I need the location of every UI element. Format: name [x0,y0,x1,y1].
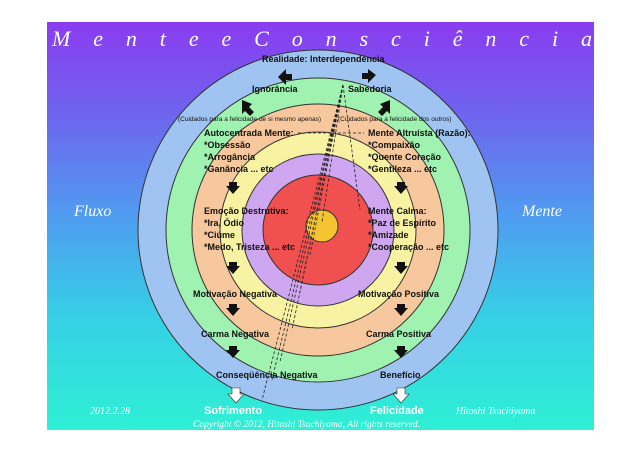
self-centered-item-3: *Ganância ... etc [204,164,274,174]
arrow-down-left-2-icon [226,262,240,274]
arrow-wisdom-icon [362,69,376,83]
arrow-down-right-2-icon [394,262,408,274]
suffering-label: Sofrimento [204,405,262,417]
consequence-negative-label: Conseqüência Negativa [216,370,319,380]
care-left-label: (Cuidados para a felicidade de si mesmo … [178,116,321,123]
altruist-item-1: *Compaixão [368,140,421,150]
motivation-negative-label: Motivação Negativa [193,289,278,299]
altruist-title: Mente Altruísta (Razão): [368,128,471,138]
arrow-down-left-4-icon [226,346,240,358]
ring-center [305,209,339,243]
copyright-label: Copyright © 2012, Hitoshi Tsuchiyama, Al… [193,419,420,430]
benefit-label: Benefício [380,370,421,380]
top-label: Realidade: Interdependência [262,54,386,64]
calm-item-3: *Cooperação ... etc [368,242,449,252]
arrow-down-right-3-icon [394,304,408,316]
altruist-item-3: *Gentileza ... etc [368,164,437,174]
arrow-right-upper-icon [378,100,390,116]
care-right-label: (Cuidados para a felicidade dos outros) [338,116,451,123]
wisdom-label: Sabedoria [348,84,393,94]
self-centered-item-1: *Obsessão [204,140,251,150]
page-title: M e n t e e C o n s c i ê n c i a [51,26,592,51]
self-centered-item-2: *Arrogância [204,152,256,162]
destructive-item-1: *Ira, Ódio [204,217,245,228]
arrow-down-right-4-icon [394,346,408,358]
ignorance-label: Ignorância [252,84,299,94]
calm-item-1: *Paz de Espírito [368,218,437,228]
date-label: 2012.2.28 [90,406,130,417]
author-label: Hitoshi Tsuchiyama [455,406,535,417]
karma-positive-label: Carma Positiva [366,329,432,339]
arrow-icons [226,69,408,358]
side-label-left: Fluxo [73,203,111,220]
self-centered-title: Autocentrada Mente: [204,128,294,138]
arrow-happiness-icon [392,387,410,404]
side-label-right: Mente [521,203,562,220]
dashed-connectors [261,84,364,401]
karma-negative-label: Carma Negativa [201,329,270,339]
happiness-label: Felicidade [370,405,424,417]
arrow-left-upper-icon [242,100,254,116]
calm-title: Mente Calma: [368,206,427,216]
arrow-down-left-3-icon [226,304,240,316]
white-arrows [227,387,410,404]
destructive-item-2: *Ciúme [204,230,235,240]
destructive-title: Emoção Destrutiva: [204,206,289,216]
arrow-down-right-1-icon [394,182,408,194]
calm-item-2: *Amizade [368,230,409,240]
arrow-down-left-1-icon [226,182,240,194]
arrow-ignorance-icon [278,69,292,85]
motivation-positive-label: Motivação Positiva [358,289,440,299]
destructive-item-3: *Medo, Tristeza ... etc [204,242,295,252]
arrow-suffering-icon [227,387,245,404]
altruist-item-2: *Quente Coração [368,152,442,162]
